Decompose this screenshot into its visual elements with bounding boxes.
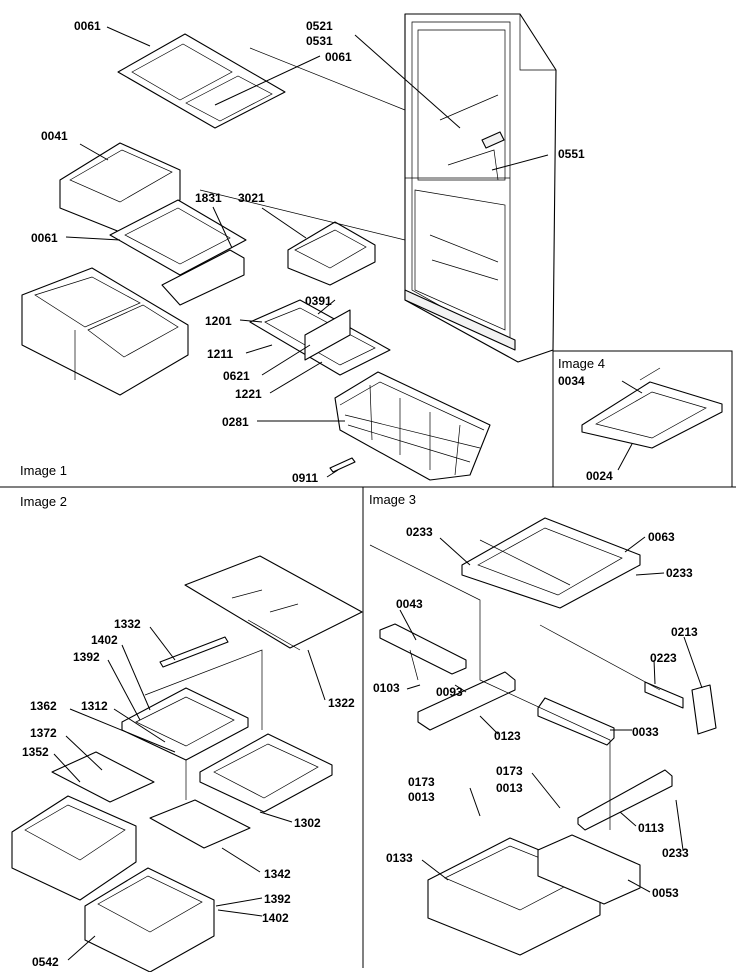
callout-0621: 0621 <box>223 369 250 383</box>
callout-0034: 0034 <box>558 374 585 388</box>
callout-0113: 0113 <box>638 821 664 835</box>
callout-1372: 1372 <box>30 726 57 740</box>
callout-1322: 1322 <box>328 696 355 710</box>
callout-1392-b: 1392 <box>264 892 291 906</box>
callout-1402-b: 1402 <box>262 911 289 925</box>
callout-1211: 1211 <box>207 347 233 361</box>
callout-0281: 0281 <box>222 415 249 429</box>
drawer-0041 <box>59 142 181 233</box>
callout-0911: 0911 <box>292 471 318 485</box>
callout-leaders-image2 <box>53 626 326 961</box>
callout-1332: 1332 <box>114 617 141 631</box>
callout-0542: 0542 <box>32 955 59 969</box>
callout-1352: 1352 <box>22 745 49 759</box>
callout-1201: 1201 <box>205 314 232 328</box>
callout-1342: 1342 <box>264 867 291 881</box>
callout-1392-a: 1392 <box>73 650 100 664</box>
panel-borders <box>0 350 736 968</box>
callout-0063: 0063 <box>648 530 675 544</box>
bin-1831 <box>161 249 245 306</box>
panel-title-image4: Image 4 <box>558 356 605 371</box>
callout-0053: 0053 <box>652 886 679 900</box>
callout-0013-b: 0013 <box>496 781 523 795</box>
image1-illustration: 0061 0521 0531 0061 0041 0551 1831 3021 … <box>21 13 585 485</box>
callout-0041: 0041 <box>41 129 68 143</box>
callout-0123: 0123 <box>494 729 521 743</box>
callout-1221: 1221 <box>235 387 262 401</box>
callout-1312: 1312 <box>81 699 108 713</box>
callout-0103: 0103 <box>373 681 400 695</box>
callout-0013-a: 0013 <box>408 790 435 804</box>
callout-0551: 0551 <box>558 147 585 161</box>
shelf-0061-top <box>117 33 286 129</box>
callout-1402-a: 1402 <box>91 633 118 647</box>
callout-0223: 0223 <box>650 651 677 665</box>
callout-0173-b: 0173 <box>496 764 523 778</box>
panel-title-image3: Image 3 <box>369 492 416 507</box>
image2-illustration: 1332 1402 1392 1322 1362 1312 1372 1352 … <box>11 555 363 972</box>
callout-0033: 0033 <box>632 725 659 739</box>
callout-0024: 0024 <box>586 469 613 483</box>
callout-0233-c: 0233 <box>662 846 689 860</box>
crisper-drawers <box>21 267 189 396</box>
callout-0233-a: 0233 <box>406 525 433 539</box>
callout-1831: 1831 <box>195 191 222 205</box>
divider-0621 <box>304 309 351 361</box>
callout-0213: 0213 <box>671 625 698 639</box>
refrigerator-cabinet <box>404 13 557 363</box>
bin-3021 <box>287 221 376 286</box>
panel-title-image1: Image 1 <box>20 463 67 478</box>
callout-0531: 0531 <box>306 34 333 48</box>
callout-0093: 0093 <box>436 685 463 699</box>
callout-leaders-image1 <box>65 26 549 478</box>
panel-title-image2: Image 2 <box>20 494 67 509</box>
callout-0233-b: 0233 <box>666 566 693 580</box>
callout-1302: 1302 <box>294 816 321 830</box>
handle-0911 <box>329 457 356 473</box>
callout-0061-right: 0061 <box>325 50 352 64</box>
callout-0133: 0133 <box>386 851 413 865</box>
callout-leaders-image3 <box>399 536 703 893</box>
callout-0061-mid: 0061 <box>31 231 58 245</box>
callout-1362: 1362 <box>30 699 57 713</box>
callout-0391: 0391 <box>305 294 332 308</box>
callout-0173-a: 0173 <box>408 775 435 789</box>
callout-0061-top: 0061 <box>74 19 101 33</box>
wire-basket-0281 <box>334 371 491 481</box>
callout-0043: 0043 <box>396 597 423 611</box>
callout-0521: 0521 <box>306 19 333 33</box>
callout-3021: 3021 <box>238 191 265 205</box>
image3-illustration: 0233 0063 0233 0043 0213 0223 0103 0093 … <box>369 517 717 956</box>
image4-illustration: 0034 0024 <box>558 367 723 483</box>
shelf-0061-mid <box>109 199 247 276</box>
